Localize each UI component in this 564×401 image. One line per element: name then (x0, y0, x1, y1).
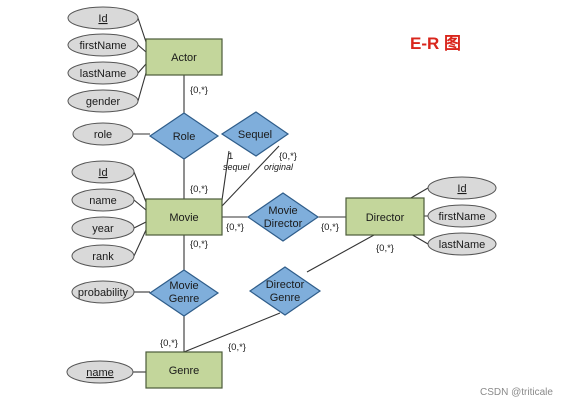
cardinality-movie-role: {0,*} (190, 184, 208, 195)
attribute-actor-lastname-label: lastName (80, 68, 126, 80)
relationship-movie-director-label-line2: Director (264, 218, 303, 230)
attribute-genre-name: name (66, 360, 134, 384)
attribute-genre-name-label: name (86, 367, 114, 379)
role-label-original: original (264, 162, 294, 172)
diagram-title: E-R 图 (410, 34, 461, 53)
attribute-movie-id: Id (71, 160, 135, 184)
relationship-director-genre-label-line2: Genre (270, 292, 301, 304)
cardinality-movie-moviegenre: {0,*} (190, 239, 208, 250)
connector-lines (133, 17, 429, 373)
attribute-movie-id-label: Id (98, 167, 107, 179)
relationship-movie-director-label-line1: Movie (268, 205, 297, 217)
attribute-probability-label: probability (78, 287, 129, 299)
cardinality-sequel-many: {0,*} (279, 151, 297, 162)
attribute-actor-id-label: Id (98, 13, 107, 25)
attribute-movie-name: name (71, 188, 135, 212)
relationship-sequel: Sequel (220, 111, 290, 157)
attribute-movie-rank: rank (71, 244, 135, 268)
cardinality-movie-moviedirector: {0,*} (226, 222, 244, 233)
attribute-movie-year: year (71, 216, 135, 240)
attribute-movie-year-label: year (92, 223, 114, 235)
cardinality-director-moviedirector: {0,*} (321, 222, 339, 233)
entity-director-label: Director (366, 212, 405, 224)
entity-movie-label: Movie (169, 212, 198, 224)
relationship-role: Role (148, 112, 220, 160)
relationship-director-genre-label-line1: Director (266, 279, 305, 291)
watermark: CSDN @triticale (480, 387, 553, 398)
cardinality-sequel-one: 1 (228, 151, 233, 162)
attribute-actor-firstname: firstName (67, 33, 139, 57)
attribute-actor-firstname-label: firstName (79, 40, 126, 52)
relationship-sequel-label: Sequel (238, 129, 272, 141)
cardinality-director-directorgenre: {0,*} (376, 243, 394, 254)
attribute-movie-rank-label: rank (92, 251, 114, 263)
attribute-actor-lastname: lastName (67, 61, 139, 85)
relationship-role-label: Role (173, 131, 196, 143)
attribute-director-id: Id (427, 176, 497, 200)
entity-genre: Genre (145, 351, 223, 389)
entity-movie: Movie (145, 198, 223, 236)
attribute-director-lastname-label: lastName (439, 239, 485, 251)
attribute-probability: probability (71, 280, 135, 304)
entity-genre-label: Genre (169, 365, 200, 377)
entity-director: Director (345, 197, 425, 236)
attribute-role-label: role (94, 129, 112, 141)
cardinality-actor-role: {0,*} (190, 85, 208, 96)
role-label-sequel: sequel (223, 162, 251, 172)
attribute-actor-id: Id (67, 6, 139, 30)
attribute-director-firstname: firstName (427, 204, 497, 228)
attribute-actor-gender-label: gender (86, 96, 121, 108)
attribute-actor-gender: gender (67, 89, 139, 113)
relationship-director-genre: Director Genre (248, 266, 322, 316)
attribute-role: role (72, 122, 134, 146)
cardinality-genre-moviegenre: {0,*} (160, 338, 178, 349)
attribute-director-lastname: lastName (427, 232, 497, 256)
attribute-movie-name-label: name (89, 195, 117, 207)
relationship-movie-genre: Movie Genre (148, 269, 220, 317)
entity-actor-label: Actor (171, 52, 197, 64)
relationship-movie-director: Movie Director (246, 192, 320, 242)
relationship-movie-genre-label-line1: Movie (169, 280, 198, 292)
attribute-director-id-label: Id (457, 183, 466, 195)
entity-actor: Actor (145, 38, 223, 76)
cardinality-genre-directorgenre: {0,*} (228, 342, 246, 353)
relationship-movie-genre-label-line2: Genre (169, 293, 200, 305)
attribute-director-firstname-label: firstName (438, 211, 485, 223)
